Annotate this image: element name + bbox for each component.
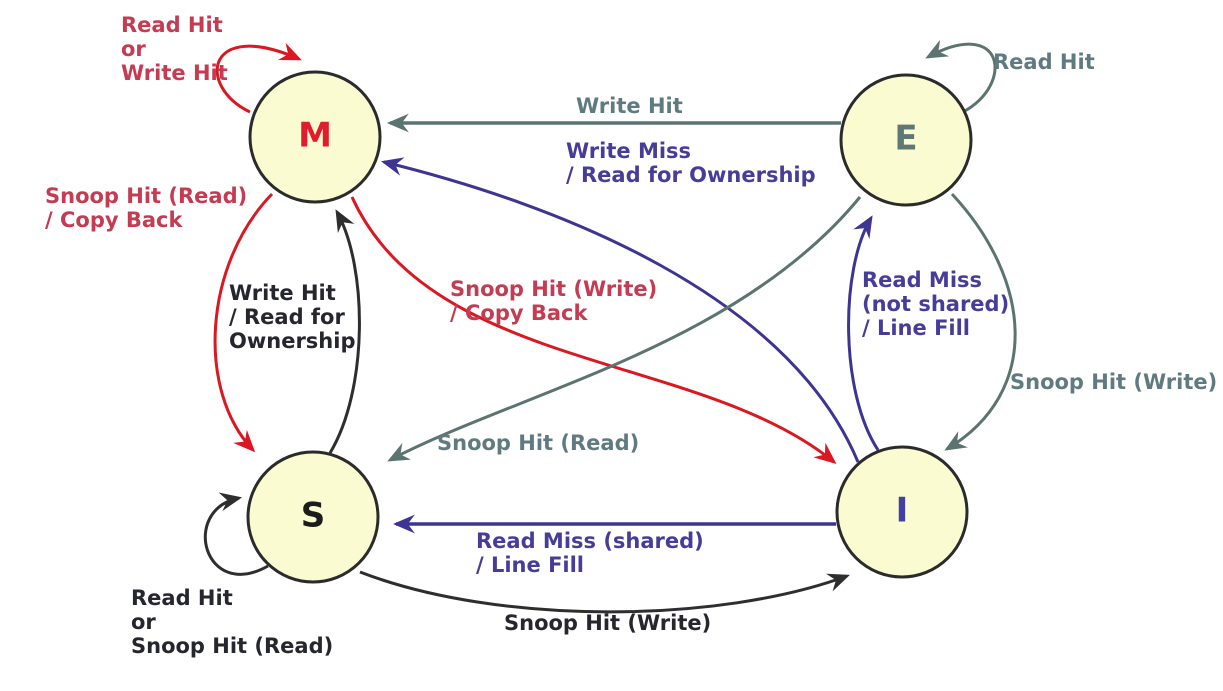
label-e-self-read-hit: Read Hit [993,50,1095,74]
transition-m-self-loop [215,42,302,114]
label-m-to-i-snoop-hit-write: Snoop Hit (Write) / Copy Back [450,277,658,325]
label-e-to-m-write-hit: Write Hit [576,94,683,118]
label-i-to-s-read-miss-shared: Read Miss (shared) / Line Fill [476,529,704,577]
label-m-to-s-snoop-hit-read: Snoop Hit (Read) / Copy Back [45,184,248,232]
transition-i-to-e-read-miss [847,215,880,451]
label-s-self-read-or-snoop-hit: Read Hit or Snoop Hit (Read) [131,586,334,658]
transition-e-to-s-snoop-read [387,196,862,462]
label-s-to-i-snoop-hit-write: Snoop Hit (Write) [504,611,712,635]
state-label-s: S [300,495,326,536]
transition-s-to-i-snoop-write [359,570,850,614]
transition-m-to-i-snoop-write [350,196,837,464]
transition-s-to-m-write-hit [328,209,361,454]
label-e-to-i-snoop-hit-write: Snoop Hit (Write) [1010,370,1218,394]
transition-s-self-loop [203,492,269,576]
state-label-m: M [298,115,332,156]
transition-e-to-i-snoop-write [944,192,1017,451]
transition-e-self-loop [925,39,997,114]
label-i-to-m-write-miss: Write Miss / Read for Ownership [566,139,816,187]
state-circle-m [248,70,382,204]
transition-m-to-s-snoop-read [213,192,274,453]
label-m-self-read-or-write-hit: Read Hit or Write Hit [121,13,228,85]
state-circle-e [839,73,973,207]
state-circle-i [835,445,969,579]
label-i-to-e-read-miss: Read Miss (not shared) / Line Fill [862,268,1010,340]
state-label-i: I [895,490,909,531]
state-label-e: E [894,118,918,159]
transition-i-to-m-write-miss [380,157,860,463]
label-s-to-m-write-hit-rfo: Write Hit / Read for Ownership [229,281,356,353]
label-e-to-s-snoop-hit-read: Snoop Hit (Read) [437,431,640,455]
state-circle-s [246,450,380,584]
